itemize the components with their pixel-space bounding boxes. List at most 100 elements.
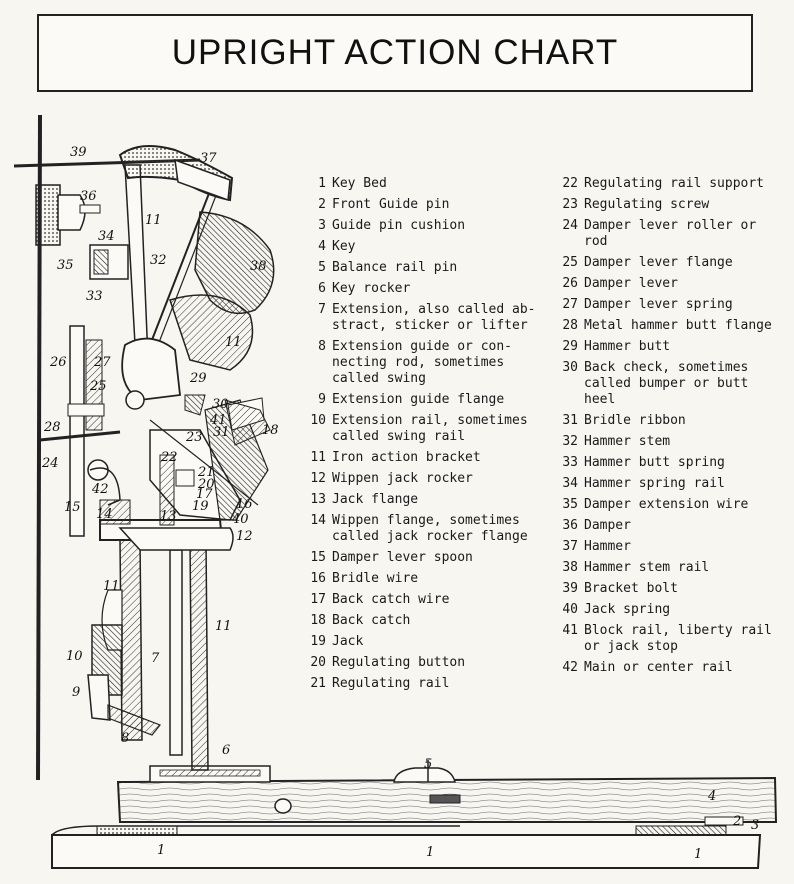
callout-14: 14 — [96, 507, 113, 522]
callout-32: 32 — [150, 253, 167, 268]
legend-item: 24 Damper lever roller or rod — [552, 218, 782, 250]
legend-number: 16 — [310, 571, 326, 586]
legend-number: 10 — [310, 413, 326, 428]
legend-number: 25 — [562, 255, 578, 270]
back-catch — [149, 394, 271, 506]
legend-number: 33 — [562, 455, 578, 470]
legend-label: Extension guide flange — [332, 392, 505, 407]
callout-27: 27 — [93, 355, 111, 370]
callout-1-b: 1 — [426, 845, 434, 860]
legend-number: 40 — [562, 602, 578, 617]
legend-number: 22 — [562, 176, 578, 191]
legend-number: 28 — [562, 318, 578, 333]
callout-11-c: 11 — [103, 579, 120, 594]
callout-38: 38 — [250, 259, 267, 274]
callout-18: 18 — [262, 423, 279, 438]
legend-label: Iron action bracket — [332, 450, 481, 465]
callout-20: 20 — [197, 477, 215, 492]
legend-label: Damper lever roller or rod — [584, 218, 757, 249]
callout-22: 22 — [160, 450, 178, 465]
callout-12: 12 — [236, 529, 253, 544]
legend-number: 21 — [310, 676, 326, 691]
hammer-spring-rail — [89, 244, 129, 280]
legend-number: 37 — [562, 539, 578, 554]
legend-label: Regulating rail — [332, 676, 450, 691]
legend-label: Hammer stem rail — [584, 560, 710, 575]
legend-number: 15 — [310, 550, 326, 565]
key-rocker — [149, 765, 271, 783]
legend-number: 19 — [310, 634, 326, 649]
legend-number: 8 — [318, 339, 326, 354]
legend-number: 5 — [318, 260, 326, 275]
legend-label: Damper extension wire — [584, 497, 749, 512]
legend-number: 38 — [562, 560, 578, 575]
legend-number: 18 — [310, 613, 326, 628]
hammer — [118, 145, 234, 202]
callout-37: 37 — [200, 151, 217, 166]
hammer-stem-rail — [121, 211, 275, 410]
callout-31: 31 — [213, 425, 230, 440]
legend-label: Balance rail pin — [332, 260, 458, 275]
legend-number: 7 — [318, 302, 326, 317]
legend-label: Wippen flange, sometimes called jack roc… — [332, 513, 528, 544]
callout-11-b: 11 — [225, 335, 242, 350]
legend-label: Damper lever flange — [584, 255, 733, 270]
legend-label: Regulating rail support — [584, 176, 765, 191]
legend-number: 34 — [562, 476, 578, 491]
callout-33: 33 — [86, 289, 103, 304]
legend-number: 4 — [318, 239, 326, 254]
legend-label: Bridle wire — [332, 571, 419, 586]
legend-label: Bracket bolt — [584, 581, 678, 596]
damper — [35, 114, 101, 781]
callout-6: 6 — [222, 743, 230, 758]
legend-label: Front Guide pin — [332, 197, 450, 212]
diagram-callouts: 39 37 36 11 34 32 38 35 33 11 26 27 25 2… — [41, 145, 759, 862]
extension-rail — [87, 624, 161, 736]
legend-number: 6 — [318, 281, 326, 296]
legend-number: 12 — [310, 471, 326, 486]
legend-number: 17 — [310, 592, 326, 607]
legend-number: 2 — [318, 197, 326, 212]
legend-label: Metal hammer butt flange — [584, 318, 772, 333]
legend-label: Bridle ribbon — [584, 413, 686, 428]
legend-number: 42 — [562, 660, 578, 675]
legend-label: Extension, also called ab-stract, sticke… — [332, 302, 536, 333]
callout-23: 23 — [185, 430, 203, 445]
balance-rail — [393, 760, 456, 783]
legend-item: 21 Regulating rail — [300, 676, 540, 692]
legend-number: 1 — [318, 176, 326, 191]
callout-42: 42 — [91, 482, 109, 497]
legend-number: 24 — [562, 218, 578, 233]
legend-label: Jack spring — [584, 602, 671, 617]
key — [116, 776, 778, 823]
legend-number: 9 — [318, 392, 326, 407]
legend-number: 29 — [562, 339, 578, 354]
legend-label: Key — [332, 239, 356, 254]
legend-item: 17 Back catch wire — [300, 592, 540, 608]
callout-17: 17 — [196, 487, 213, 502]
callout-26: 26 — [49, 355, 67, 370]
legend-label: Back catch — [332, 613, 411, 628]
legend-label: Damper — [584, 518, 631, 533]
callout-10: 10 — [66, 649, 83, 664]
legend-label: Main or center rail — [584, 660, 733, 675]
legend-item: 16 Bridle wire — [300, 571, 540, 587]
chart-title: UPRIGHT ACTION CHART — [171, 33, 619, 72]
legend-label: Back catch wire — [332, 592, 450, 607]
title-box: UPRIGHT ACTION CHART — [37, 14, 753, 92]
callout-9: 9 — [72, 685, 80, 700]
